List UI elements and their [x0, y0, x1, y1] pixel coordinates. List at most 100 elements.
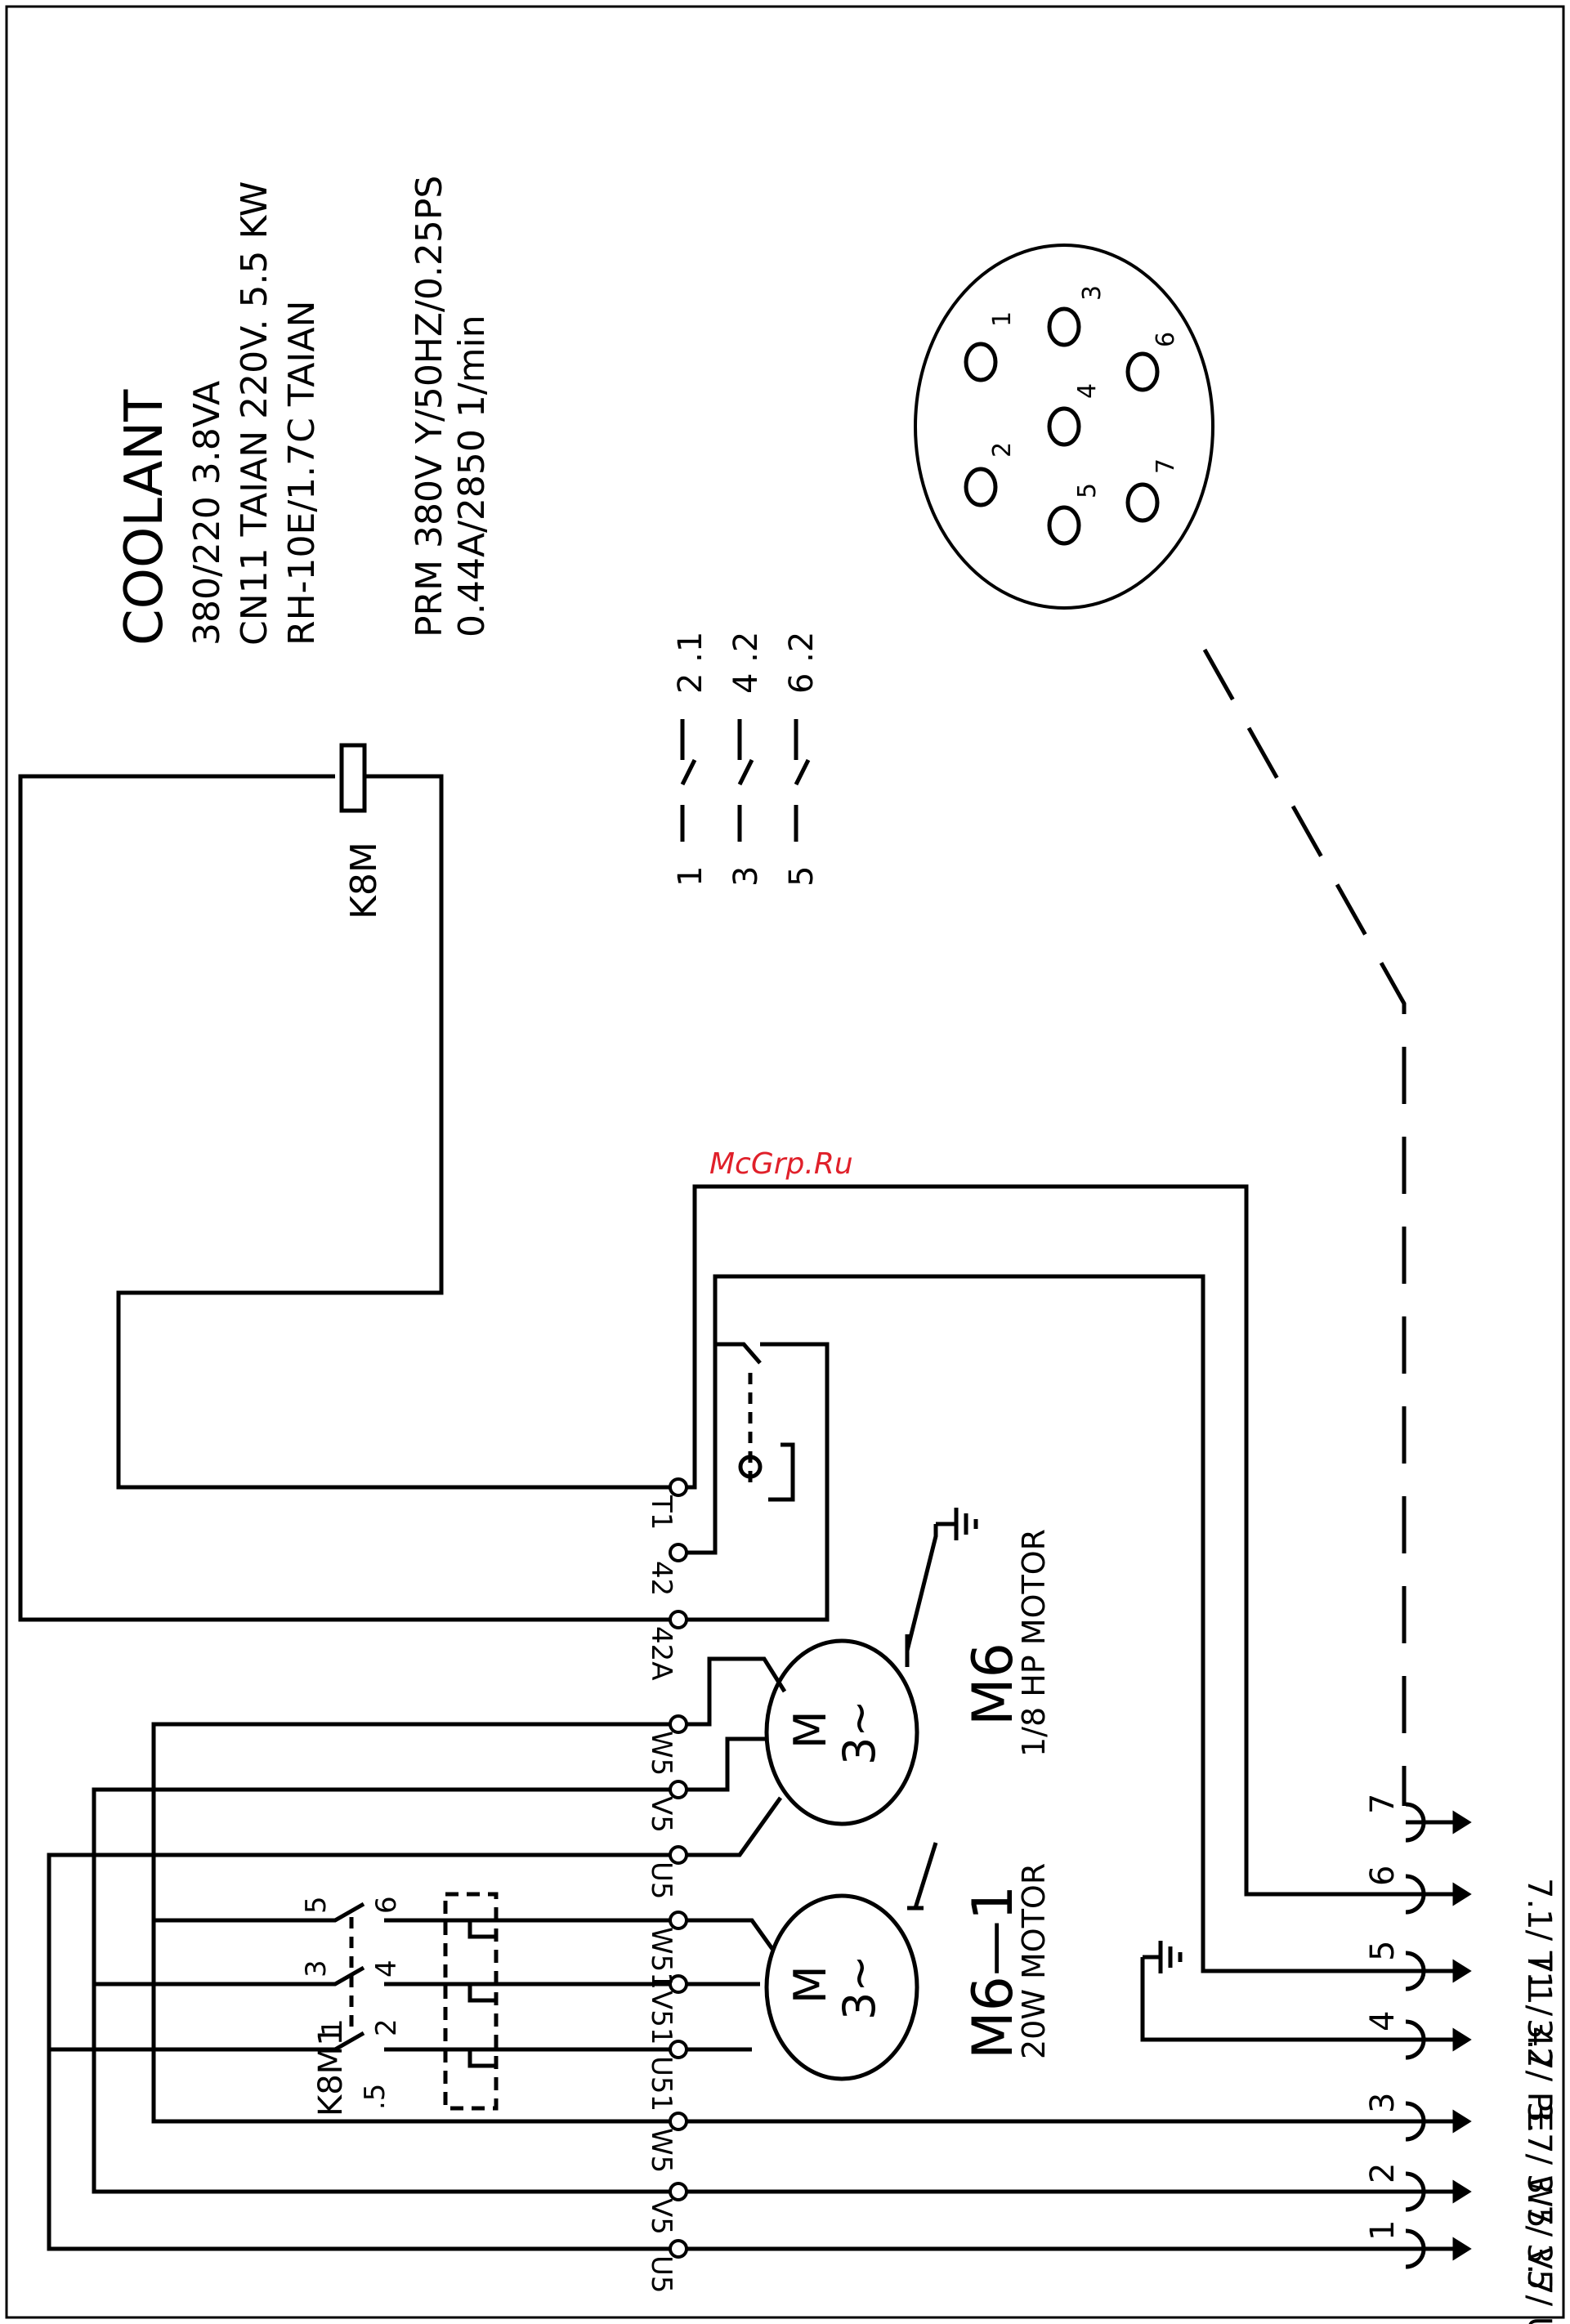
connector-pin-2: 2 [988, 442, 1017, 458]
spec-line-2: CN11 TAIAN 220V. 5.5 KW [234, 181, 275, 646]
motor-m6-desc: 1/8 HP MOTOR [1016, 1529, 1052, 1757]
motor-m6-1-circle [764, 1893, 919, 2081]
connector-pin-3: 3 [1078, 285, 1107, 301]
plug-pin-5: 5 [1364, 1941, 1402, 1961]
contact-row-2-left: 3 [727, 866, 765, 887]
cross-ref-W5: 3.7/ W5 [1520, 2102, 1558, 2228]
terminal-label-T1: T1 [645, 1495, 678, 1530]
contact-table: 1 2 .1 3 4 .2 5 6 .2 [672, 632, 821, 887]
contactor-contact-4: 4 [370, 1960, 403, 1978]
connector-pin-6: 6 [1152, 332, 1180, 347]
connector-hole-4 [1047, 406, 1081, 447]
wire-42A-ext [678, 1342, 830, 1622]
wire-U5-main [47, 2047, 678, 2251]
coil-label: K8M [343, 842, 385, 919]
terminal-label-W51: W51 [645, 1927, 678, 1990]
connector-pin-7: 7 [1152, 458, 1180, 474]
motor-spec-block: PRM 380V Y/50HZ/0.25PS 0.44A/2850 1/min [409, 176, 493, 637]
terminal-label-U5b: U5 [645, 2255, 678, 2294]
motor-m6-1-symbol-bottom: 3~ [834, 1955, 885, 2020]
wire-T1-ext [678, 1184, 1438, 1897]
spec-title: COOLANT [114, 389, 175, 646]
contact-symbols [680, 719, 811, 842]
wire-42-ext [678, 1274, 1406, 1973]
plug-sockets [1405, 1802, 1472, 2269]
connector-hole-2 [964, 467, 998, 507]
motor-m6-symbol-top: M [785, 1710, 836, 1749]
spec-line-4: PRM 380V Y/50HZ/0.25PS [409, 176, 450, 637]
wire-W5-m6 [151, 1722, 678, 1920]
wire-T1 [116, 774, 678, 1490]
connector-hole-6 [1125, 351, 1160, 392]
wire-V5-main [92, 1982, 678, 2194]
plug-pin-6: 6 [1364, 1866, 1402, 1886]
contact-row-3-left: 5 [783, 866, 821, 887]
page-border [5, 5, 1565, 2319]
motor-m6-1-desc: 20W MOTOR [1016, 1863, 1052, 2059]
motor-m6: M 3~ M6 1/8 HP MOTOR [764, 1529, 1052, 1826]
cross-ref-42: 7.1/ 42 [1520, 1953, 1558, 2068]
connector-outline [914, 244, 1214, 610]
plug-pin-4: 4 [1364, 2011, 1402, 2031]
contactor-contact-6: 6 [370, 1896, 403, 1914]
contactor-contact-1: 1 [316, 2018, 349, 2036]
contactor-contact-5: 5 [300, 1896, 333, 1914]
motor-m6-1-symbol-top: M [785, 1965, 836, 2004]
terminal-label-W5a: W5 [645, 1731, 678, 1776]
connector-pin-4: 4 [1073, 383, 1102, 399]
terminal-strip [669, 1477, 688, 2259]
contact-row-2-right: 4 .2 [727, 632, 765, 694]
contactor-contact-2: 2 [370, 2018, 403, 2036]
motor-m6-1: M 3~ M6—1 20W MOTOR [764, 1863, 1052, 2081]
terminal-label-W5b: W5 [645, 2128, 678, 2173]
wire-V5-m6 [92, 1787, 678, 1984]
connector-hole-1 [964, 342, 998, 382]
dashed-link [1202, 648, 1407, 1806]
coil-k8m [339, 743, 367, 813]
cross-ref-V5: 3.7/ V5 [1520, 2174, 1558, 2290]
watermark-text: McGrp.Ru [709, 1147, 853, 1181]
wire-42A [18, 774, 678, 1622]
plug-pin-2: 2 [1364, 2163, 1402, 2183]
cross-ref-T1: 7.1/ T1 [1520, 1878, 1558, 1992]
contact-row-3-right: 6 .2 [783, 632, 821, 694]
motor-m6-symbol-bottom: 3~ [834, 1700, 885, 1765]
wire-W5-main [151, 1918, 678, 2124]
relay-heater [768, 1442, 795, 1502]
connector-pin-1: 1 [988, 311, 1017, 327]
spec-line-5: 0.44A/2850 1/min [451, 315, 493, 637]
motor-m6-1-name: M6—1 [961, 1885, 1026, 2059]
terminal-label-42A: 42A [645, 1626, 678, 1681]
connector-pin-5: 5 [1073, 483, 1102, 498]
connector-face: 1 2 3 4 5 6 7 [914, 244, 1214, 610]
contact-row-1-right: 2 .1 [672, 632, 709, 694]
contact-row-1-left: 1 [672, 866, 709, 887]
terminal-label-V5b: V5 [645, 2198, 678, 2235]
wire-U5-m6 [47, 1852, 678, 2049]
plug-pin-3: 3 [1364, 2093, 1402, 2113]
plug-pin-7: 7 [1364, 1794, 1402, 1814]
motor-m6-circle [764, 1638, 919, 1826]
connector-hole-3 [1047, 306, 1081, 347]
terminal-label-U5a: U5 [645, 1861, 678, 1900]
terminal-label-42: 42 [645, 1561, 678, 1596]
terminal-label-V5a: V5 [645, 1796, 678, 1833]
wires [18, 774, 1438, 2251]
relay-bulb [738, 1455, 763, 1479]
spec-block: COOLANT 380/220 3.8VA CN11 TAIAN 220V. 5… [114, 181, 323, 646]
connector-hole-7 [1125, 482, 1160, 523]
terminal-label-U51: U51 [645, 2056, 678, 2112]
plug-pin-1: 1 [1364, 2220, 1402, 2241]
contactor-contact-3: 3 [300, 1960, 333, 1978]
cross-ref-PE: 3.7/ PE [1520, 2018, 1558, 2132]
contactor-sub: .5 [359, 2084, 391, 2110]
motor-m6-name: M6 [961, 1642, 1026, 1726]
contactor-label: K8M1 [312, 2025, 350, 2116]
spec-line-1: 380/220 3.8VA [186, 381, 228, 646]
terminal-label-V51: V51 [645, 1991, 678, 2045]
relay-contact [715, 1342, 762, 1365]
wire-pe [1140, 2037, 1406, 2042]
cross-ref-U5: 3.7/ U5 [1520, 2243, 1558, 2324]
